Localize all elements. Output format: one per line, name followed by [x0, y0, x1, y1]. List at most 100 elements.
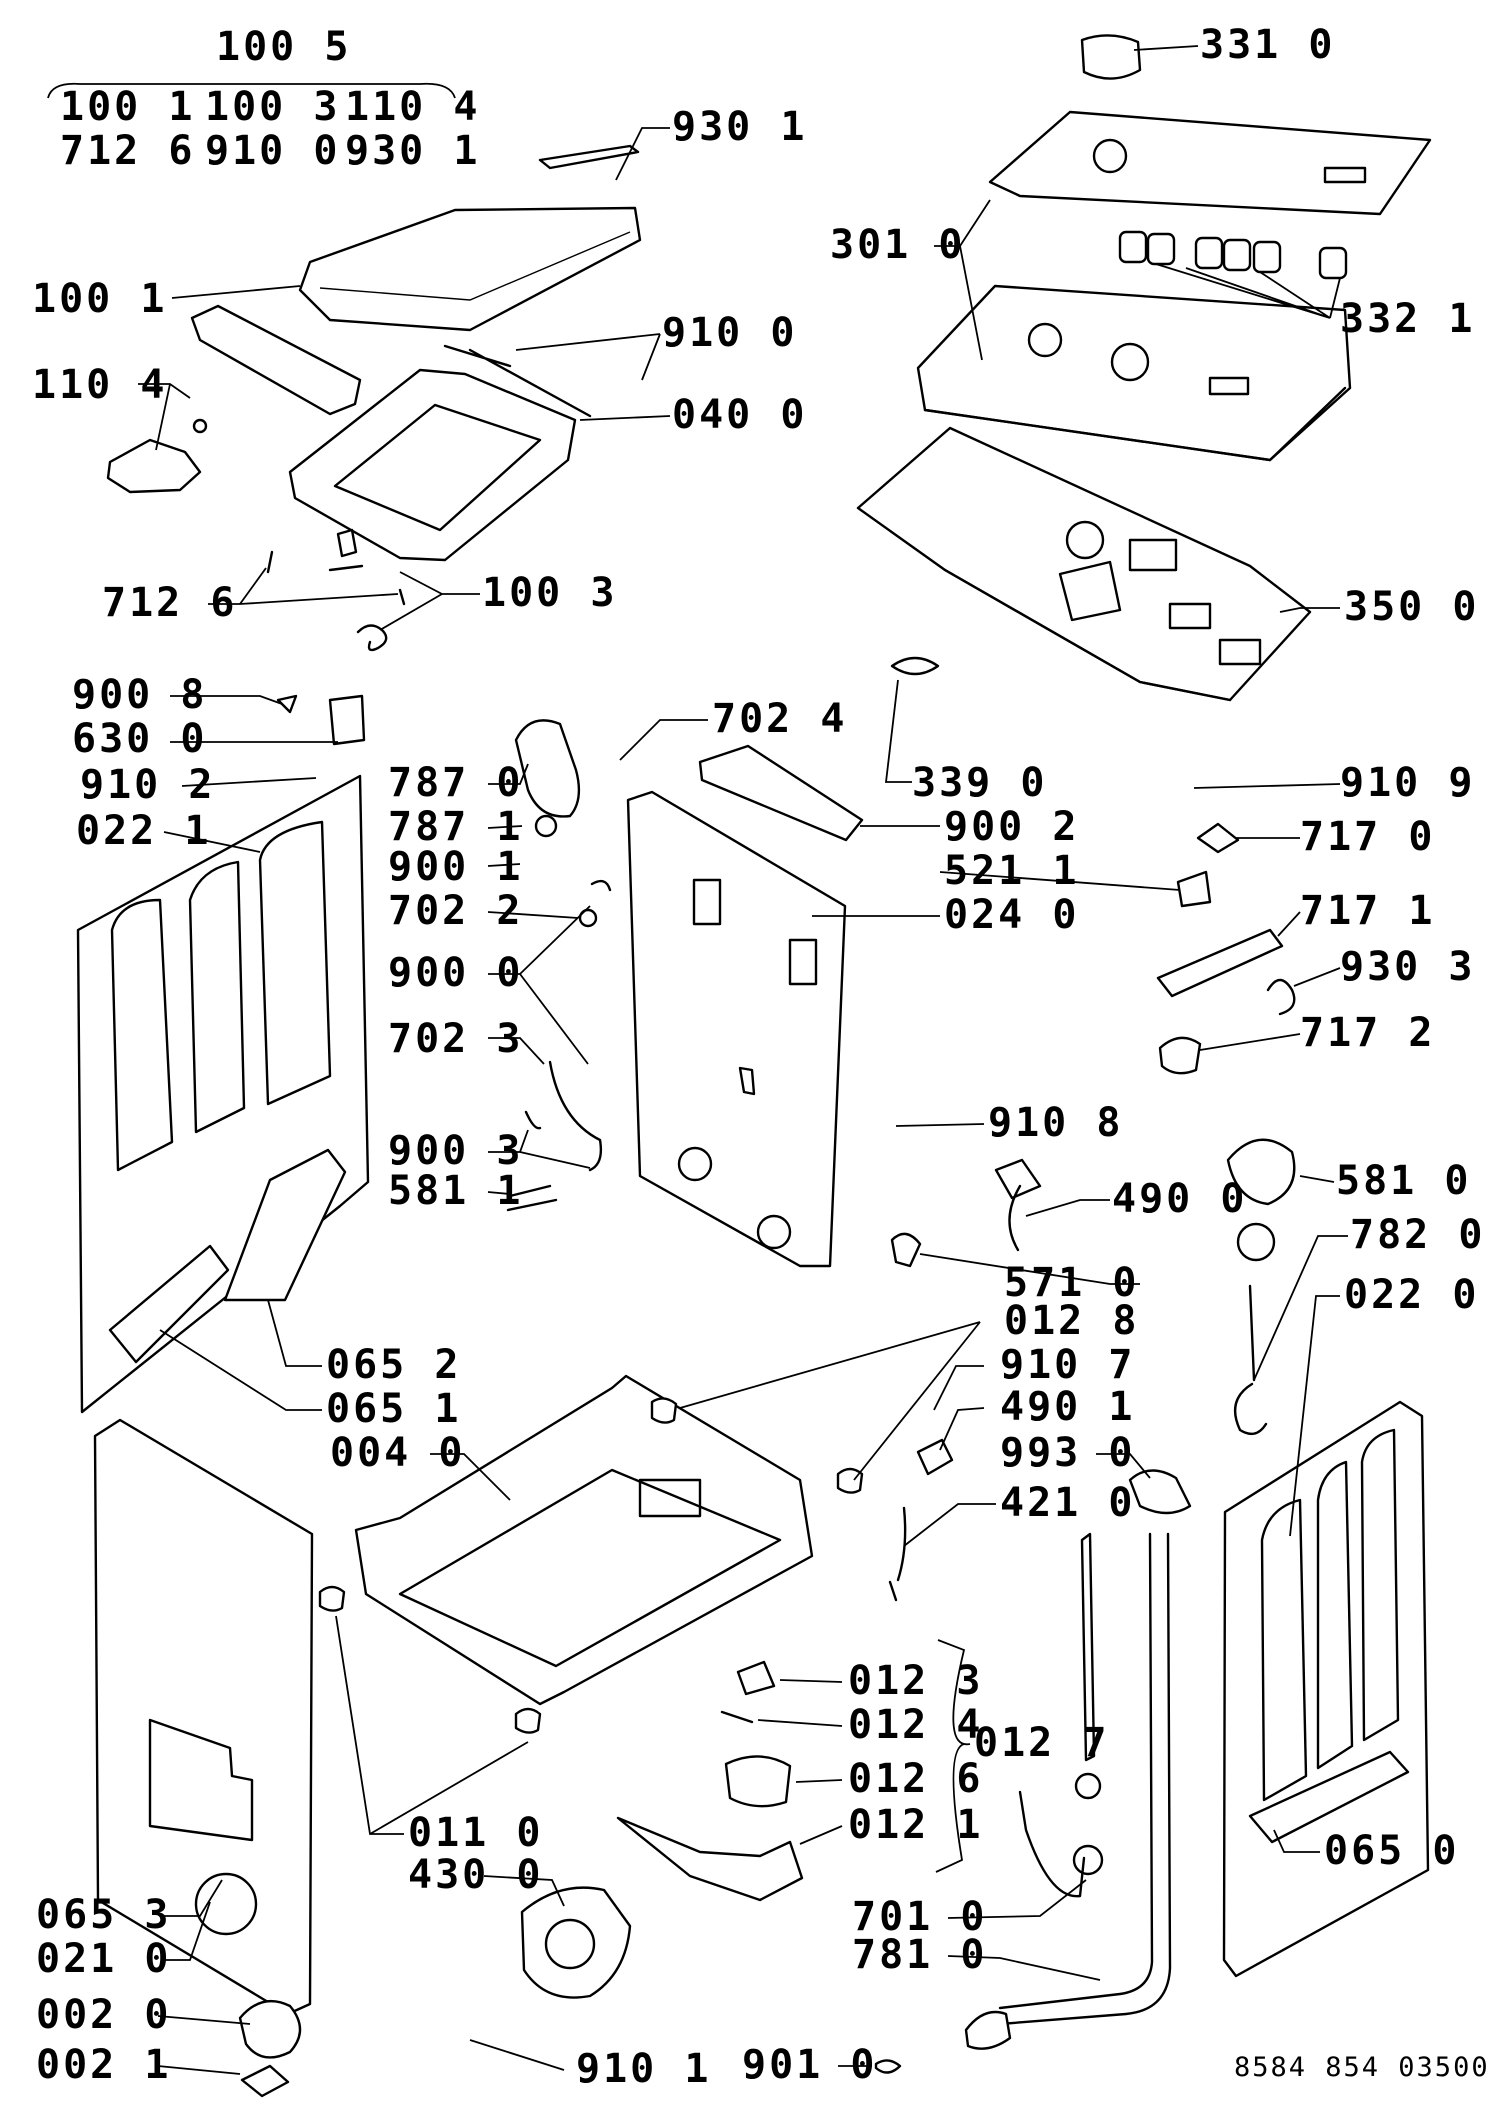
rear-panel-part — [626, 790, 847, 1268]
heater-490-0-part — [994, 1158, 1042, 1200]
part-label-430-0[interactable]: 430 0 — [408, 1852, 543, 1898]
part-label-521-1[interactable]: 521 1 — [944, 848, 1079, 894]
foot-011-b-part — [514, 1707, 542, 1734]
foot-012-8b-part — [836, 1467, 864, 1494]
part-label-900-8[interactable]: 900 8 — [72, 672, 207, 718]
part-label-702-3[interactable]: 702 3 — [388, 1016, 523, 1062]
part-label-781-0[interactable]: 781 0 — [852, 1932, 987, 1978]
part-label-787-1[interactable]: 787 1 — [388, 804, 523, 850]
part-label-901-0[interactable]: 901 0 — [742, 2042, 877, 2088]
pin-012-4-part — [720, 1710, 754, 1724]
part-label-012-7[interactable]: 012 7 — [974, 1720, 1109, 1766]
part-label-702-4[interactable]: 702 4 — [712, 696, 847, 742]
kit-part-1001[interactable]: 100 1 — [60, 84, 195, 130]
arm-012-1-part — [616, 1816, 804, 1902]
control-fascia-part — [916, 284, 1352, 462]
cam-717-2-part — [1158, 1036, 1202, 1075]
part-label-012-3[interactable]: 012 3 — [848, 1658, 983, 1704]
part-label-490-1[interactable]: 490 1 — [1000, 1384, 1135, 1430]
part-label-301-0[interactable]: 301 0 — [830, 222, 965, 268]
part-label-712-6[interactable]: 712 6 — [102, 580, 237, 626]
kit-code-label[interactable]: 100 5 — [216, 24, 351, 70]
part-label-717-2[interactable]: 717 2 — [1300, 1010, 1435, 1056]
part-label-900-3[interactable]: 900 3 — [388, 1128, 523, 1174]
rod-782-part — [1248, 1284, 1256, 1382]
part-label-900-2[interactable]: 900 2 — [944, 804, 1079, 850]
kit-part-7126[interactable]: 712 6 — [60, 128, 195, 174]
part-label-910-8[interactable]: 910 8 — [988, 1100, 1123, 1146]
part-labels: 930 1 100 1 910 0 110 4 040 0 712 6 100 … — [32, 22, 1485, 2092]
top-cover-part — [298, 206, 642, 332]
part-label-717-0[interactable]: 717 0 — [1300, 814, 1435, 860]
part-label-065-1[interactable]: 065 1 — [326, 1386, 461, 1432]
part-label-910-7[interactable]: 910 7 — [1000, 1342, 1135, 1388]
selector-disc-part — [890, 656, 940, 676]
kit-part-9301[interactable]: 930 1 — [345, 128, 480, 174]
part-label-421-0[interactable]: 421 0 — [1000, 1480, 1135, 1526]
pump-430-part — [520, 1886, 632, 1999]
part-label-581-1[interactable]: 581 1 — [388, 1168, 523, 1214]
part-label-024-0[interactable]: 024 0 — [944, 892, 1079, 938]
part-label-100-3[interactable]: 100 3 — [482, 570, 617, 616]
part-label-350-0[interactable]: 350 0 — [1344, 584, 1479, 630]
lever-717-1-part — [1156, 928, 1284, 998]
part-label-040-0[interactable]: 040 0 — [672, 392, 807, 438]
header-kit-group: 100 5 100 1 100 3 110 4 712 6 910 0 930 … — [47, 24, 480, 174]
round-cover-part — [238, 1999, 302, 2059]
part-label-701-0[interactable]: 701 0 — [852, 1894, 987, 1940]
part-label-065-2[interactable]: 065 2 — [326, 1342, 461, 1388]
kit-part-1003[interactable]: 100 3 — [205, 84, 340, 130]
part-label-100-1[interactable]: 100 1 — [32, 276, 167, 322]
left-side-panel — [76, 694, 370, 1414]
top-lid-assembly — [106, 144, 642, 652]
part-label-717-1[interactable]: 717 1 — [1300, 888, 1435, 934]
part-label-910-1[interactable]: 910 1 — [576, 2046, 711, 2092]
part-label-490-0[interactable]: 490 0 — [1112, 1176, 1247, 1222]
part-label-332-1[interactable]: 332 1 — [1340, 296, 1475, 342]
damper-012-3-part — [736, 1660, 776, 1696]
part-label-331-0[interactable]: 331 0 — [1200, 22, 1335, 68]
part-label-065-0[interactable]: 065 0 — [1324, 1828, 1459, 1874]
part-label-022-1[interactable]: 022 1 — [76, 808, 211, 854]
part-label-910-2[interactable]: 910 2 — [80, 762, 215, 808]
pulley-581-part — [1226, 1138, 1296, 1206]
part-label-012-8[interactable]: 012 8 — [1004, 1298, 1139, 1344]
part-label-110-4[interactable]: 110 4 — [32, 362, 167, 408]
part-label-782-0[interactable]: 782 0 — [1350, 1212, 1485, 1258]
part-label-021-0[interactable]: 021 0 — [36, 1936, 171, 1982]
bracket-717-0-part — [1196, 822, 1240, 854]
part-label-571-0[interactable]: 571 0 — [1004, 1260, 1139, 1306]
base-frame — [318, 1374, 864, 1734]
part-label-900-1[interactable]: 900 1 — [388, 844, 523, 890]
latch-part — [106, 438, 202, 494]
kit-part-9100[interactable]: 910 0 — [205, 128, 340, 174]
part-label-002-1[interactable]: 002 1 — [36, 2042, 171, 2088]
lid-frame-part — [288, 368, 577, 562]
part-label-787-0[interactable]: 787 0 — [388, 760, 523, 806]
part-label-930-3[interactable]: 930 3 — [1340, 944, 1475, 990]
part-label-011-0[interactable]: 011 0 — [408, 1810, 543, 1856]
part-label-930-1[interactable]: 930 1 — [672, 104, 807, 150]
part-label-065-3[interactable]: 065 3 — [36, 1892, 171, 1938]
part-label-630-0[interactable]: 630 0 — [72, 716, 207, 762]
part-label-012-4[interactable]: 012 4 — [848, 1702, 983, 1748]
part-label-910-9[interactable]: 910 9 — [1340, 760, 1475, 806]
front-trim-part — [190, 304, 362, 416]
right-small-parts — [890, 822, 1296, 1476]
part-label-993-0[interactable]: 993 0 — [1000, 1430, 1135, 1476]
part-label-002-0[interactable]: 002 0 — [36, 1992, 171, 2038]
part-label-702-2[interactable]: 702 2 — [388, 888, 523, 934]
kit-part-1104[interactable]: 110 4 — [345, 84, 480, 130]
part-label-012-6[interactable]: 012 6 — [848, 1756, 983, 1802]
part-label-022-0[interactable]: 022 0 — [1344, 1272, 1479, 1318]
part-label-900-0[interactable]: 900 0 — [388, 950, 523, 996]
strut-012-7-part — [1080, 1532, 1096, 1762]
part-label-339-0[interactable]: 339 0 — [912, 760, 1047, 806]
part-label-004-0[interactable]: 004 0 — [330, 1430, 465, 1476]
foam-block-1-part — [108, 1244, 230, 1364]
part-label-581-0[interactable]: 581 0 — [1336, 1158, 1471, 1204]
bracket-630-part — [328, 694, 366, 746]
cap-901-part — [874, 2059, 902, 2074]
part-label-012-1[interactable]: 012 1 — [848, 1802, 983, 1848]
part-label-910-0[interactable]: 910 0 — [662, 310, 797, 356]
